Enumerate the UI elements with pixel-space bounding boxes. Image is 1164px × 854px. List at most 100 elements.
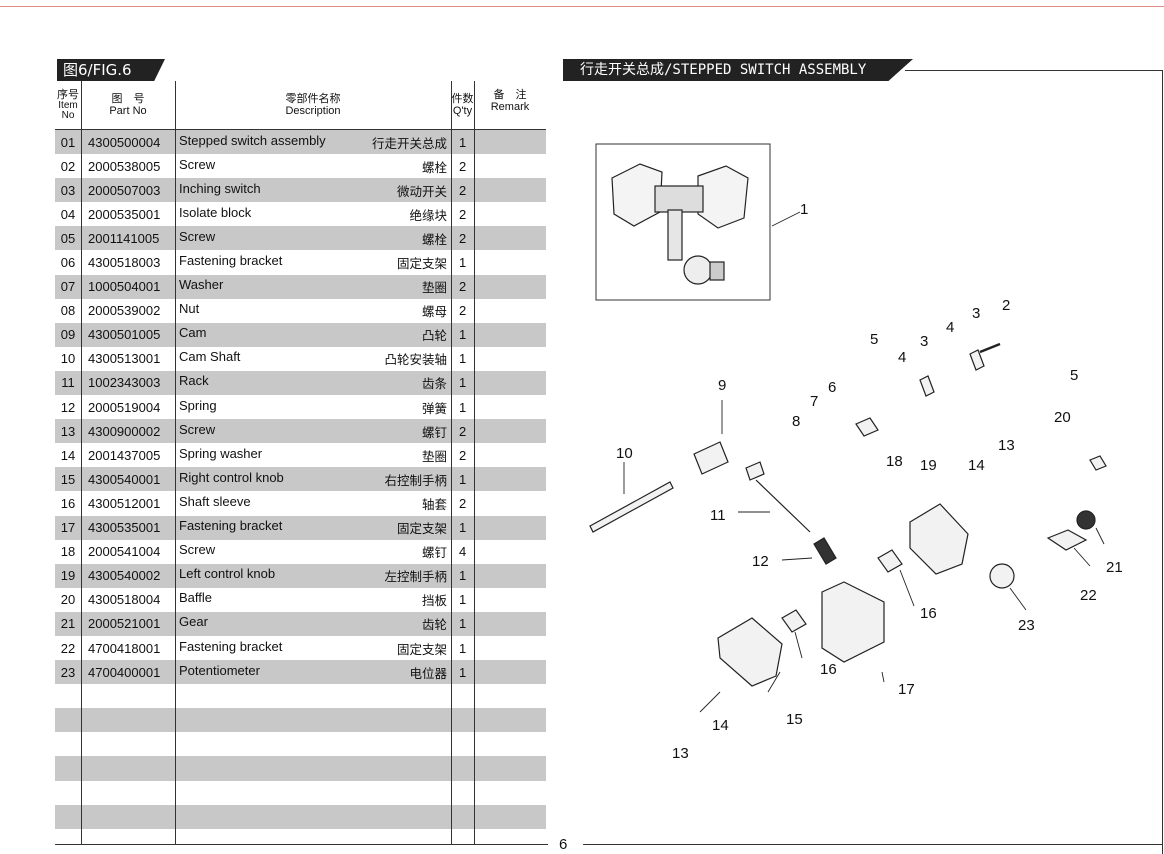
callout-15: 15 (786, 711, 803, 728)
part-no: 4300513001 (88, 351, 161, 367)
remark (474, 370, 546, 396)
remark (474, 202, 546, 226)
remark (474, 299, 546, 323)
rack-head-shape (745, 461, 765, 481)
quantity: 1 (459, 351, 467, 367)
item-no: 01 (55, 129, 81, 155)
callout-10: 10 (616, 445, 633, 462)
callout-4b: 4 (898, 349, 906, 366)
description: Rack 齿条 (175, 370, 451, 396)
part-no: 2000535001 (88, 206, 161, 222)
fastening-bracket-6-shape (855, 417, 879, 437)
left-control-knob-shape (909, 503, 969, 575)
bottom-rule-left (55, 844, 548, 845)
shaft-sleeve-lower-shape (781, 609, 807, 633)
item-no: 06 (60, 255, 76, 271)
description-en: Nut (179, 301, 200, 317)
part-no: 4300540002 (81, 563, 175, 588)
part-no: 2001141005 (81, 226, 175, 251)
description-cn: 螺栓 (421, 231, 447, 247)
item-no: 03 (55, 178, 81, 203)
callout-7: 7 (810, 393, 818, 410)
description-cn: 行走开关总成 (371, 135, 447, 151)
description-cn: 齿条 (421, 376, 447, 392)
part-no: 2000519004 (88, 399, 161, 415)
empty-row (55, 684, 546, 708)
header-no-en1: Item (58, 100, 78, 111)
item-no: 17 (55, 515, 81, 540)
description-en: Rack (179, 373, 209, 389)
part-no: 4700418001 (88, 640, 161, 656)
fastening-bracket-22-shape (1046, 529, 1088, 551)
header-part-cn: 图 号 (111, 93, 145, 105)
callout-19: 19 (920, 457, 937, 474)
quantity: 1 (451, 660, 474, 685)
leader-lines (623, 211, 1105, 713)
quantity: 2 (459, 447, 467, 463)
remark (474, 274, 546, 299)
cam-shaft-shape (589, 481, 674, 533)
parts-table: 序号 Item No 图 号 Part No 零部件名称 Description… (55, 81, 546, 829)
header-qty-cn: 件数 (451, 93, 474, 105)
description-cn: 电位器 (409, 665, 447, 681)
remark (474, 347, 546, 371)
description-cn: 左控制手柄 (384, 569, 447, 585)
description-en: Potentiometer (179, 662, 260, 678)
description-en: Gear (179, 614, 208, 630)
parts-drawing (589, 342, 1107, 687)
item-no: 18 (60, 544, 76, 560)
description-cn: 绝缘块 (409, 207, 447, 223)
callout-5b: 5 (1070, 367, 1078, 384)
callout-22: 22 (1080, 587, 1097, 604)
description-cn: 凸轮安装轴 (384, 352, 447, 368)
description-cn: 右控制手柄 (384, 472, 447, 488)
header-no-en2: No (61, 110, 75, 121)
remark (474, 322, 546, 347)
description-cn: 轴套 (421, 496, 447, 512)
description-cn: 固定支架 (396, 641, 447, 657)
spring-shape (813, 537, 837, 565)
description-en: Cam Shaft (179, 349, 241, 365)
header-desc-en: Description (285, 105, 341, 117)
header-description: 零部件名称 Description (175, 81, 451, 130)
right-control-knob-shape (717, 617, 783, 687)
remark (474, 129, 546, 155)
item-no: 16 (60, 495, 76, 511)
frame-right-line (1162, 70, 1163, 854)
item-no: 11 (55, 370, 81, 396)
empty-row (55, 708, 546, 733)
item-no: 09 (55, 322, 81, 347)
header-qty-en: Q'ty (452, 105, 473, 117)
description-en: Fastening bracket (179, 253, 283, 269)
quantity: 2 (459, 495, 467, 511)
remark (474, 636, 546, 660)
item-no: 23 (55, 660, 81, 685)
part-no: 4300518004 (88, 592, 161, 608)
description-cn: 垫圈 (421, 448, 447, 464)
description-en: Shaft sleeve (179, 493, 251, 509)
quantity: 2 (451, 226, 474, 251)
item-no: 21 (55, 611, 81, 636)
header-remark-en: Remark (490, 101, 530, 113)
item-no: 08 (60, 303, 76, 319)
part-no: 4300900002 (81, 419, 175, 444)
remark (474, 515, 546, 540)
header-no-cn: 序号 (57, 89, 79, 101)
callout-8: 8 (792, 413, 800, 430)
remark (474, 154, 546, 178)
quantity: 2 (459, 206, 467, 222)
